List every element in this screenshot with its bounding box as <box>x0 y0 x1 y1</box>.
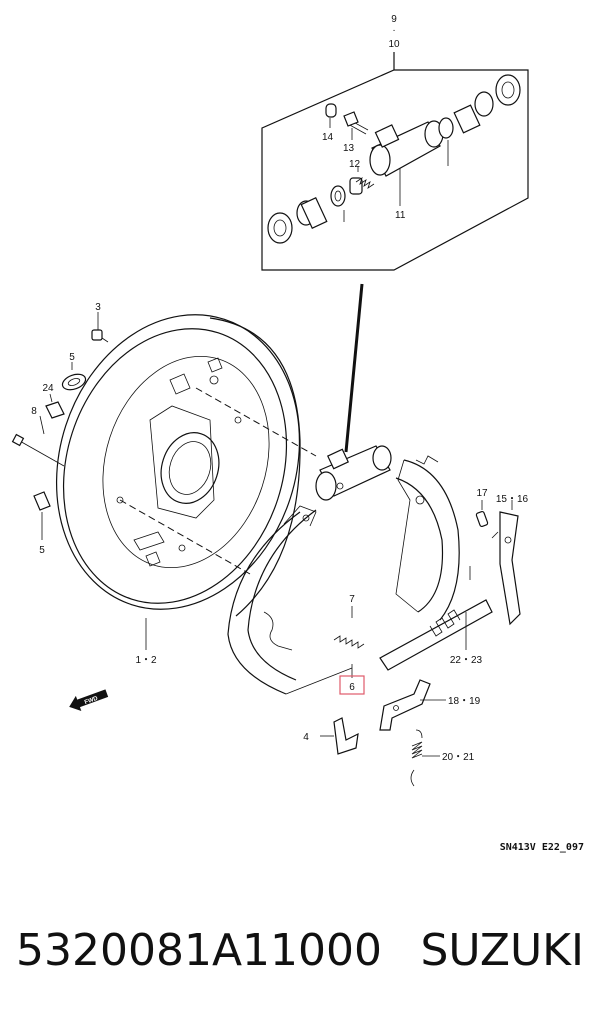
brake-shoe-left-drawing <box>227 505 353 695</box>
part-number: 5320081A11000 <box>16 924 383 976</box>
spring-7-drawing <box>333 606 365 649</box>
callout-11: 11 <box>395 210 406 221</box>
left-hardware-drawing <box>11 312 109 540</box>
adjuster-strut-drawing <box>379 566 493 671</box>
callout-1-2: 1・2 <box>135 655 157 666</box>
alignment-line <box>119 499 251 575</box>
cylinder-parts-drawing <box>267 74 521 244</box>
callout-15-16: 15・16 <box>496 494 529 505</box>
shoe-lever-18-19-drawing <box>379 679 446 731</box>
diagram-code: SN413V E22_097 <box>500 842 584 853</box>
inset-connector <box>344 283 364 453</box>
clip-4-drawing <box>320 717 359 755</box>
callout-3: 3 <box>95 302 101 313</box>
brake-shoe-right-drawing <box>395 455 460 621</box>
callout-22-23: 22・23 <box>450 655 483 666</box>
callout-12: 12 <box>349 159 361 170</box>
backing-plate-drawing <box>55 314 301 617</box>
parking-lever-drawing <box>475 500 521 626</box>
callout-6-highlight <box>339 675 365 695</box>
callout-5-bottom: 5 <box>39 545 45 556</box>
callout-7: 7 <box>349 594 355 605</box>
callout-8: 8 <box>31 406 37 417</box>
brand-name: SUZUKI <box>420 924 584 976</box>
spring-20-21-drawing <box>410 729 440 787</box>
alignment-line <box>195 387 317 457</box>
callout-14: 14 <box>322 132 334 143</box>
wheel-cylinder-inset: 9 · 10 14 13 12 11 <box>261 14 529 271</box>
callout-13: 13 <box>343 143 355 154</box>
callout-5-top: 5 <box>69 352 75 363</box>
callout-18-19: 18・19 <box>448 696 481 707</box>
footer-bar: 5320081A11000 SUZUKI <box>0 900 600 1000</box>
callout-24: 24 <box>42 383 54 394</box>
callout-17: 17 <box>476 488 488 499</box>
callout-6: 6 <box>349 682 355 693</box>
callout-9: 9 <box>391 14 397 25</box>
callout-4: 4 <box>303 732 309 743</box>
fwd-label: FWD <box>84 696 100 707</box>
brake-assembly-diagram: 9 · 10 14 13 12 11 <box>11 14 584 853</box>
fwd-arrow: FWD <box>69 689 109 711</box>
callout-dot: · <box>392 25 395 36</box>
callout-10: 10 <box>388 39 400 50</box>
callout-20-21: 20・21 <box>442 752 475 763</box>
wheel-cylinder-drawing <box>315 445 392 501</box>
